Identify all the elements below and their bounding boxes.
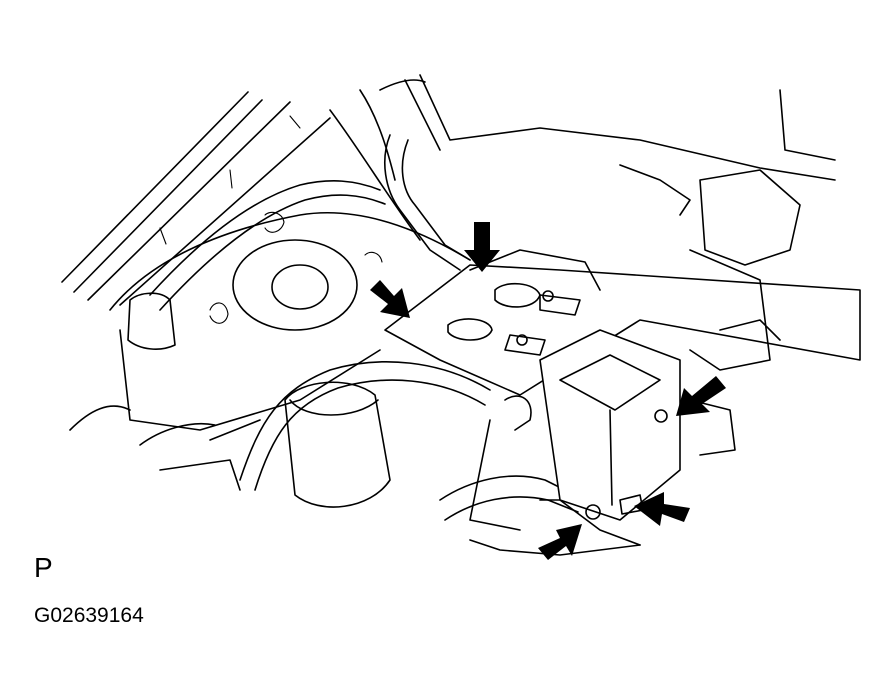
hoses xyxy=(149,134,579,531)
view-label: P xyxy=(34,552,53,583)
arrow-lower-right-bolt xyxy=(634,492,690,526)
arrow-right-nut xyxy=(676,376,726,416)
right-assembly xyxy=(619,164,801,456)
fender-outline xyxy=(61,91,331,306)
figure-id: G02639164 xyxy=(34,604,144,627)
arrow-left-nut xyxy=(370,280,410,318)
arrow-lower-left-nut xyxy=(538,524,582,560)
lower-box xyxy=(469,329,681,556)
arrow-top-bolt xyxy=(464,222,500,272)
mounting-bracket xyxy=(384,249,861,396)
oil-cap xyxy=(69,381,391,508)
strut-tower xyxy=(109,211,471,431)
cowl-panel xyxy=(329,74,836,241)
